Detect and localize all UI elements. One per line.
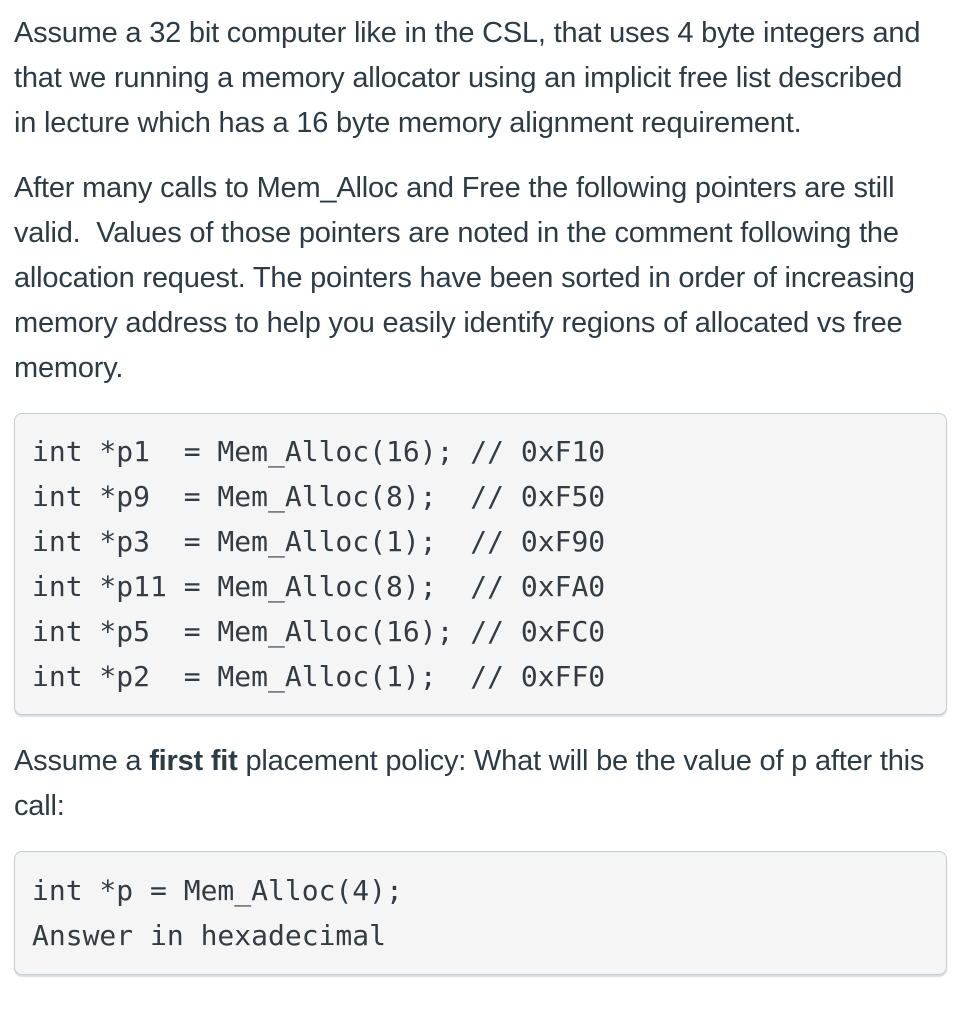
code-line-p2: int *p2 = Mem_Alloc(1); // 0xFF0: [32, 660, 606, 693]
description-line: valid. Values of those pointers are note…: [14, 217, 899, 249]
description-line: After many calls to Mem_Alloc and Free t…: [14, 172, 895, 204]
code-line-answer-note: Answer in hexadecimal: [32, 919, 387, 952]
prompt-line: call:: [14, 790, 65, 822]
description-line: memory.: [14, 352, 124, 384]
allocations-code-block: int *p1 = Mem_Alloc(16); // 0xF10 int *p9…: [14, 413, 947, 715]
description-paragraph: After many calls to Mem_Alloc and Free t…: [14, 166, 947, 391]
code-line-p3: int *p3 = Mem_Alloc(1); // 0xF90: [32, 525, 606, 558]
code-line-p11: int *p11 = Mem_Alloc(8); // 0xFA0: [32, 570, 606, 603]
description-line: allocation request. The pointers have be…: [14, 262, 915, 294]
code-line-p1: int *p1 = Mem_Alloc(16); // 0xF10: [32, 435, 606, 468]
code-line-p5: int *p5 = Mem_Alloc(16); // 0xFC0: [32, 615, 606, 648]
prompt-text-pre: Assume a: [14, 745, 150, 777]
code-line-p9: int *p9 = Mem_Alloc(8); // 0xF50: [32, 480, 606, 513]
prompt-paragraph: Assume a first fit placement policy: Wha…: [14, 739, 947, 829]
description-line: memory address to help you easily identi…: [14, 307, 903, 339]
prompt-text-post: placement policy: What will be the value…: [237, 745, 925, 777]
intro-line: Assume a 32 bit computer like in the CSL…: [14, 17, 921, 49]
prompt-line: Assume a first fit placement policy: Wha…: [14, 739, 947, 784]
intro-paragraph: Assume a 32 bit computer like in the CSL…: [14, 11, 947, 146]
code-line-final-alloc: int *p = Mem_Alloc(4);: [32, 874, 403, 907]
intro-line: in lecture which has a 16 byte memory al…: [14, 107, 802, 139]
intro-line: that we running a memory allocator using…: [14, 62, 903, 94]
final-call-code-block: int *p = Mem_Alloc(4); Answer in hexadeci…: [14, 851, 947, 975]
prompt-text-bold-first-fit: first fit: [149, 745, 238, 777]
